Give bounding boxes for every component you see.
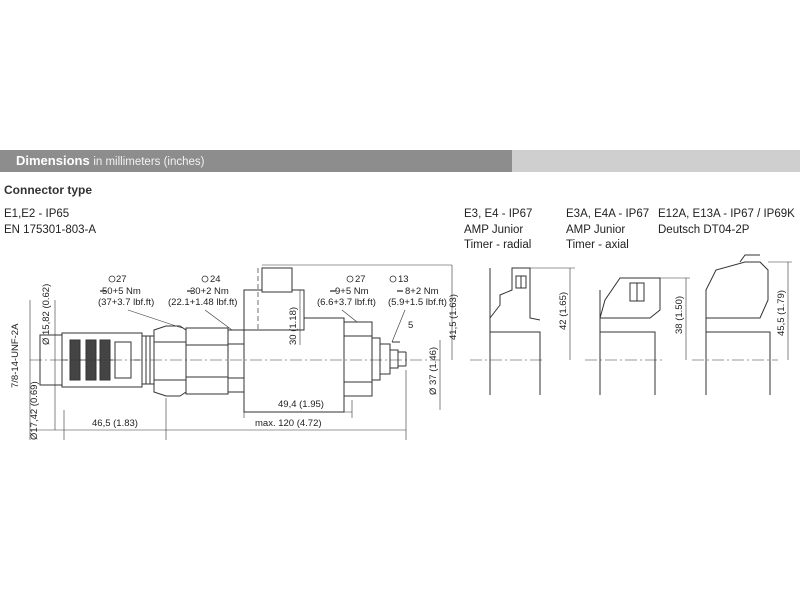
header-title-main: Dimensions <box>16 153 90 168</box>
connector-block-e1-e2: E1,E2 - IP65 EN 175301-803-A <box>4 207 96 238</box>
wrench-size-label: 27 <box>355 274 366 285</box>
wrench-imperial-label: (37+3.7 lbf.ft) <box>98 297 154 308</box>
dim-h41: 41,5 (1.63) <box>448 294 459 340</box>
dim-h38: 38 (1.50) <box>674 296 685 334</box>
connector-view-radial <box>470 267 575 395</box>
section-title: Dimensions in millimeters (inches) <box>16 153 205 168</box>
dim-46-5: 46,5 (1.83) <box>92 418 138 429</box>
dim-h42: 42 (1.65) <box>558 292 569 330</box>
connector-block-e12a-e13a: E12A, E13A - IP67 / IP69K Deutsch DT04-2… <box>658 207 795 238</box>
wrench-torque-label: 8+2 Nm <box>405 286 439 297</box>
dim-thread: 7/8-14-UNF-2A <box>10 323 21 388</box>
dim-d17: Ø17,42 (0.69) <box>29 381 40 440</box>
wrench-circle-icon <box>389 275 397 283</box>
wrench-torque-label: 9+5 Nm <box>335 286 369 297</box>
dim-max-120: max. 120 (4.72) <box>255 418 322 429</box>
wrench-circle-icon <box>201 275 209 283</box>
connector-line: AMP Junior <box>464 223 524 236</box>
connector-line: E12A, E13A - IP67 / IP69K <box>658 208 795 220</box>
connector-line: Timer - axial <box>566 239 629 251</box>
wrench-annotations: 27 50+5 Nm (37+3.7 lbf.ft) 24 30+2 Nm (2… <box>98 274 447 308</box>
wrench-imperial-label: (6.6+3.7 lbf.ft) <box>317 297 376 308</box>
hex-nut-27 <box>153 325 229 397</box>
manual-override <box>379 341 407 375</box>
connector-line: Timer - radial <box>464 239 532 251</box>
connector-type-label: Connector type <box>4 183 93 197</box>
hex-nut-24 <box>227 329 245 393</box>
connector-block-e3-e4: E3, E4 - IP67 AMP Junior Timer - radial <box>464 207 532 254</box>
wrench-size-label: 27 <box>116 274 127 285</box>
connector-view-axial <box>585 277 690 395</box>
header-bar-light <box>512 150 800 172</box>
header-bar-dark <box>0 150 512 172</box>
wrench-torque-label: 30+2 Nm <box>190 286 229 297</box>
wrench-size-label: 24 <box>210 274 221 285</box>
header-subtitle: in millimeters (inches) <box>93 156 205 168</box>
connector-line: AMP Junior <box>566 223 626 236</box>
connector-line: E1,E2 - IP65 <box>4 208 70 220</box>
coil-body <box>243 267 345 413</box>
wrench-size-label: 13 <box>398 274 409 285</box>
wrench-circle-icon <box>108 275 116 283</box>
dim-h30: 30 (1.18) <box>288 307 299 345</box>
section-header: Dimensions in millimeters (inches) <box>0 150 800 172</box>
wrench-torque-label: 50+5 Nm <box>102 286 141 297</box>
connector-line: E3, E4 - IP67 <box>464 208 533 220</box>
dim-d37: Ø 37 (1.46) <box>428 347 439 395</box>
dimension-texts: 46,5 (1.83) max. 120 (4.72) 49,4 (1.95) … <box>10 284 787 440</box>
wrench-circle-icon <box>346 275 354 283</box>
dim-h45: 45,5 (1.79) <box>776 290 787 336</box>
connector-view-deutsch <box>692 254 792 395</box>
connector-line: EN 175301-803-A <box>4 223 97 236</box>
dimension-lines-main <box>29 264 453 440</box>
wrench-imperial-label: (5.9+1.5 lbf.ft) <box>388 297 447 308</box>
hex-nut-27-right <box>343 321 381 397</box>
connector-line: Deutsch DT04-2P <box>658 223 750 236</box>
wrench-imperial-label: (22.1+1.48 lbf.ft) <box>168 297 237 308</box>
leader-lines <box>127 309 406 343</box>
connector-block-e3a-e4a: E3A, E4A - IP67 AMP Junior Timer - axial <box>566 207 649 254</box>
dim-49-4: 49,4 (1.95) <box>278 399 324 410</box>
dim-d15: Ø 15,82 (0.62) <box>41 284 52 345</box>
connector-line: E3A, E4A - IP67 <box>566 208 650 220</box>
dim-sw5: 5 <box>408 320 413 331</box>
